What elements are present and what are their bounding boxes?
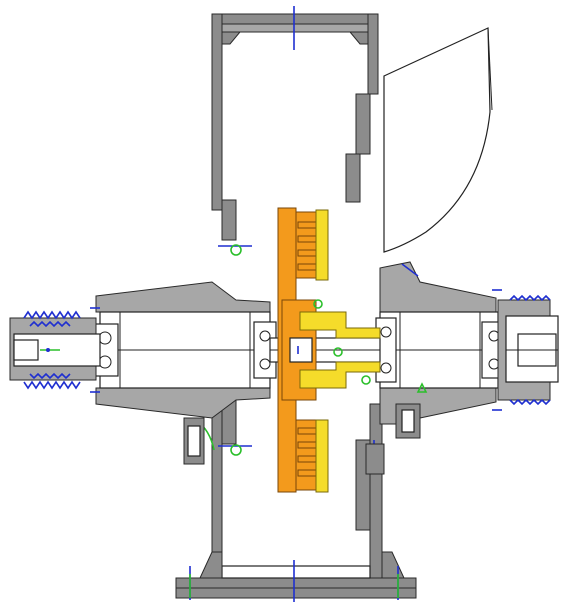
right-bearing-housing <box>375 261 507 439</box>
right-end-cap <box>497 294 559 406</box>
inlet-bracket <box>183 417 385 475</box>
discharge-chute <box>383 27 493 253</box>
rotor-teeth <box>297 221 325 477</box>
left-spring-pack <box>9 310 101 390</box>
orange-rotor <box>277 207 325 493</box>
yellow-hub <box>299 209 381 493</box>
left-bearing-housing <box>91 281 277 419</box>
